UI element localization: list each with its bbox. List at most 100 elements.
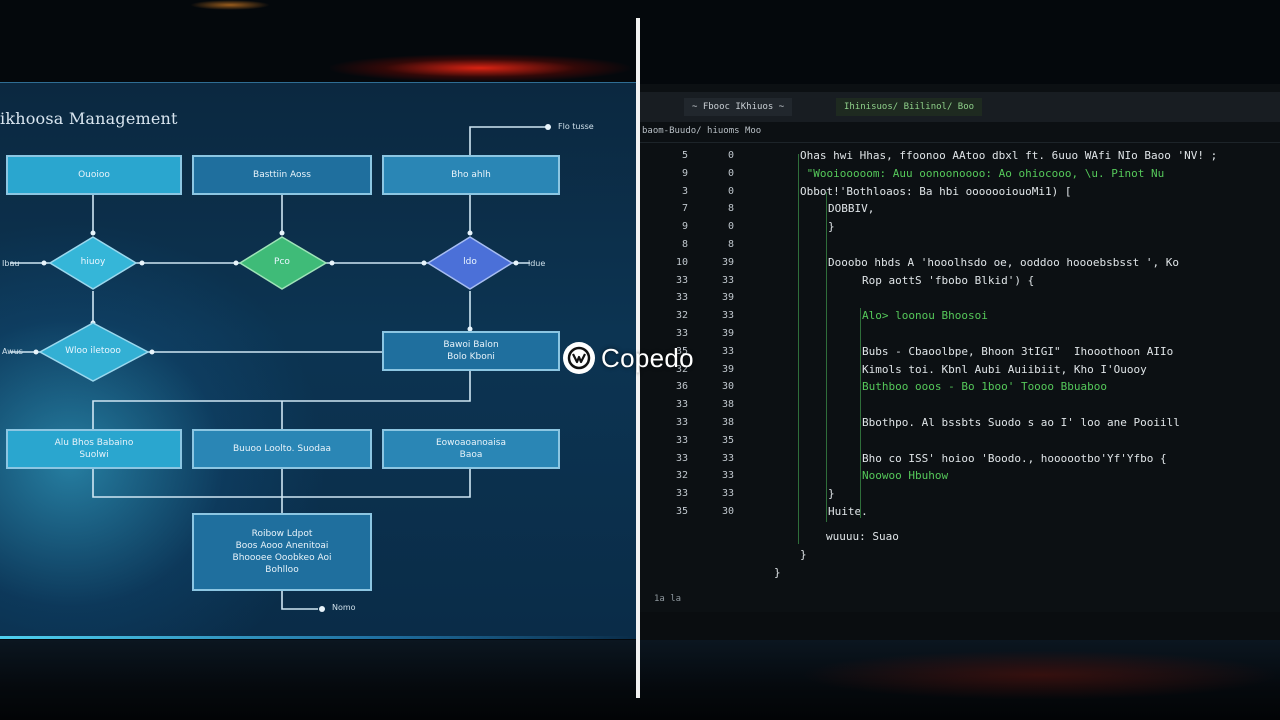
copedo-logo-icon [563,342,595,374]
line-number: 8 [681,239,688,250]
editor-separator [640,142,1280,143]
split-divider[interactable] [636,18,640,698]
code-line[interactable]: } [828,487,835,501]
editor-breadcrumb[interactable]: baom-Buudo/ hiuoms Moo [642,126,762,136]
code-line[interactable]: "Wooiooooom: Auu oonoonoooo: Ao ohiocooo… [800,166,1165,180]
flowchart-title: ikhoosa Management [0,109,178,128]
editor-tab-2[interactable]: Ihinisuos/ Biilinol/ Boo [836,98,983,116]
code-line[interactable]: } [774,566,781,579]
code-line[interactable]: Obbot!'Bothloaos: Ba hbi ooooooiouoMi1) … [800,184,1072,198]
flowchart-connectors [10,124,551,612]
diamond-label-4: Wloo iletooo [65,346,121,356]
line-number: 33 [675,292,688,304]
code-line[interactable]: Huite. [828,505,868,518]
flow-box-text: Bohlloo [265,565,299,575]
diamond-label-1: hiuoy [80,257,106,267]
line-number-alt: 38 [721,417,734,428]
indent-guide [798,154,799,544]
editor-status-bar: 1a la [640,590,1280,610]
line-number: 33 [675,417,688,428]
flowchart-panel: ikhoosa Management [0,82,636,639]
flow-box-text: Roibow Ldpot [251,529,313,539]
flow-box-row1-2: Basttiin Aoss [192,155,372,195]
line-number-alt: 39 [721,363,734,375]
diamond-label-2: Pco [274,257,290,267]
code-line[interactable]: Bbothpo. Al bssbts Suodo s ao I' loo ane… [862,416,1180,429]
flow-label-top-right: Flo tusse [558,122,594,131]
code-line[interactable]: } [828,220,835,234]
panel-accent-line [0,636,636,639]
line-number: 3 [681,185,688,197]
line-number-alt: 30 [721,381,734,393]
code-line[interactable]: Bubs - Cbaoolbpe, Bhoon 3tIGI" Ihooothoo… [862,344,1174,358]
flow-label-left-2: Awus [2,347,23,356]
code-line[interactable]: Ohas hwi Hhas, ffoonoo AAtoo dbxl ft. 6u… [800,149,1218,162]
flow-box-row3-2: Buuoo Loolto. Suodaa [192,429,372,469]
line-number-alt: 0 [727,150,734,161]
line-number-alt: 39 [721,256,734,268]
code-line[interactable]: Alo> loonou Bhoosoi [862,309,988,323]
line-number-alt: 39 [721,328,734,339]
flow-box-text: Buuoo Loolto. Suodaa [232,444,332,454]
editor-tab-1[interactable]: ~ Fbooc IKhiuos ~ [684,98,793,116]
line-number: 35 [675,506,688,517]
flow-box-text: Eowoaoanoaisa [435,438,507,448]
flow-box-text: Baoa [459,450,483,460]
bottom-band [0,640,1280,720]
line-number: 7 [681,203,688,215]
line-number: 33 [675,328,688,339]
code-line[interactable]: wuuuu: Suao [826,530,899,543]
flow-box-text: Bhoooee Ooobkeo Aoi [232,553,332,563]
indent-guide [826,192,827,522]
line-number: 33 [675,274,688,286]
code-line[interactable]: Noowoo Hbuhow [862,469,949,483]
line-number: 33 [675,488,688,500]
bottom-glow [800,650,1280,700]
line-number-alt: 8 [727,203,734,215]
line-number-alt: 33 [721,452,734,464]
flow-box-text: Alu Bhos Babaino [54,438,134,448]
line-number-alt: 35 [721,434,734,446]
code-line[interactable]: Buthboo ooos - Bo 1boo' Toooo Bbuaboo [862,380,1108,394]
indent-guide [860,308,861,518]
flow-box-text: Bolo Kboni [447,352,495,362]
line-number-alt: 33 [721,310,734,322]
diamond-label-3: ldo [463,257,477,267]
status-text: 1a la [654,594,682,604]
decision-diamond-3 [426,236,514,290]
flow-box-text: Bawoi Balon [443,340,499,350]
line-number: 9 [681,221,688,233]
code-line[interactable]: Kimols toi. Kbnl Aubi Auiibiit, Kho I'Ou… [862,362,1147,376]
flow-box-mid-right: Bawoi Balon Bolo Kboni [382,331,560,371]
editor-bottom-bar [640,612,1280,640]
ambient-glow-orange [190,0,270,10]
line-number: 32 [675,310,688,322]
flow-box-bottom: Roibow Ldpot Boos Aooo Anenitoai Bhoooee… [192,513,372,591]
ambient-glow-red [330,54,630,82]
decision-diamond-4 [38,322,150,382]
flow-box-text: Basttiin Aoss [253,170,311,180]
flow-label-right-1: ldue [528,259,546,268]
flow-label-left-1: Ibau [2,259,20,268]
line-number-alt: 0 [727,221,734,233]
line-number: 33 [675,434,688,446]
code-line[interactable]: Rop aottS 'fbobo Blkid') { [862,273,1035,287]
flow-box-row3-3: Eowoaoanoaisa Baoa [382,429,560,469]
line-number-alt: 33 [721,470,734,482]
code-line[interactable]: Dooobo hbds A 'hooolhsdo oe, ooddoo hooo… [828,255,1179,269]
flow-box-text: Suolwi [79,450,109,460]
code-editor: ~ Fbooc IKhiuos ~ Ihinisuos/ Biilinol/ B… [640,84,1280,640]
line-number-alt: 0 [727,185,734,197]
flow-box-row3-1: Alu Bhos Babaino Suolwi [6,429,182,469]
code-line[interactable]: DOBBIV, [828,202,875,216]
line-number: 33 [675,399,688,411]
code-line[interactable]: Bho co ISS' hoioo 'Boodo., hoooootbo'Yf'… [862,451,1167,465]
line-number: 32 [675,363,688,375]
line-number-alt: 38 [721,399,734,411]
line-number-alt: 39 [721,292,734,304]
code-line[interactable]: } [800,548,807,561]
line-number-alt: 0 [727,167,734,179]
decision-diamond-2 [238,236,328,290]
flow-box-text: Boos Aooo Anenitoai [235,541,329,551]
line-number: 35 [675,345,688,357]
